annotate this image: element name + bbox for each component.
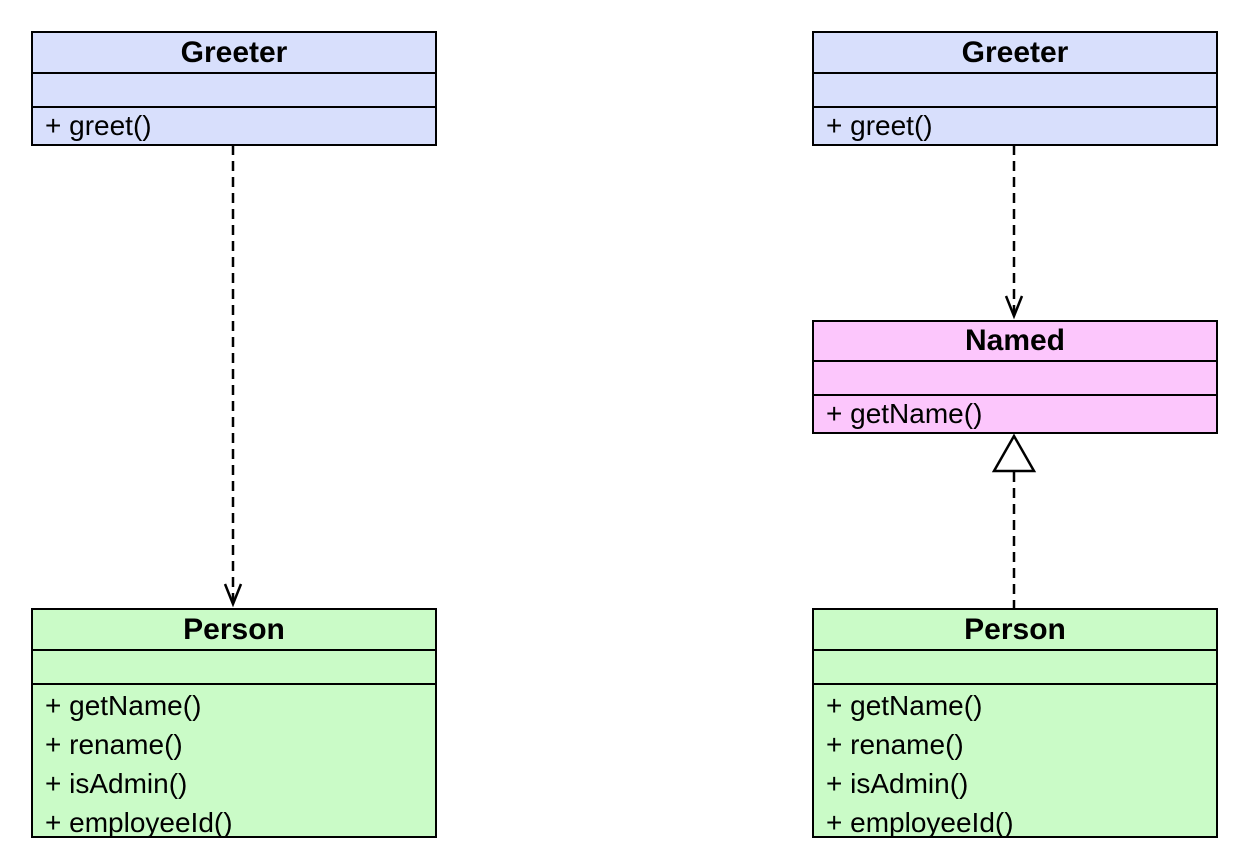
operation: + rename() [826, 729, 964, 760]
realization-arrow [991, 433, 1037, 609]
attributes-compartment [33, 651, 435, 685]
operations-compartment: + greet() [33, 108, 435, 143]
operation: + getName() [45, 690, 202, 721]
class-name: Greeter [814, 33, 1216, 74]
attributes-compartment [814, 74, 1216, 108]
right-greeter-class[interactable]: Greeter + greet() [812, 31, 1218, 146]
operations-compartment: + getName() + rename() + isAdmin() + emp… [814, 685, 1216, 842]
left-greeter-class[interactable]: Greeter + greet() [31, 31, 437, 146]
operation: + isAdmin() [826, 768, 969, 799]
operations-compartment: + getName() [814, 396, 1216, 431]
class-name: Named [814, 322, 1216, 362]
left-dependency-arrow [223, 145, 243, 608]
attributes-compartment [814, 362, 1216, 396]
operation: + employeeId() [826, 807, 1014, 838]
operation: + employeeId() [45, 807, 233, 838]
left-person-class[interactable]: Person + getName() + rename() + isAdmin(… [31, 608, 437, 838]
right-dependency-arrowhead [1004, 295, 1024, 320]
right-dependency-arrow [1004, 145, 1024, 320]
right-person-class[interactable]: Person + getName() + rename() + isAdmin(… [812, 608, 1218, 838]
operations-compartment: + greet() [814, 108, 1216, 143]
realization-triangle-head [991, 433, 1037, 473]
operations-compartment: + getName() + rename() + isAdmin() + emp… [33, 685, 435, 842]
operation: + getName() [826, 690, 983, 721]
class-name: Person [814, 610, 1216, 651]
operation: + greet() [45, 110, 152, 141]
class-name: Person [33, 610, 435, 651]
operation: + greet() [826, 110, 933, 141]
operation: + getName() [826, 398, 983, 429]
class-name: Greeter [33, 33, 435, 74]
left-dependency-arrowhead [223, 583, 243, 608]
operation: + isAdmin() [45, 768, 188, 799]
named-interface-class[interactable]: Named + getName() [812, 320, 1218, 434]
attributes-compartment [814, 651, 1216, 685]
attributes-compartment [33, 74, 435, 108]
operation: + rename() [45, 729, 183, 760]
